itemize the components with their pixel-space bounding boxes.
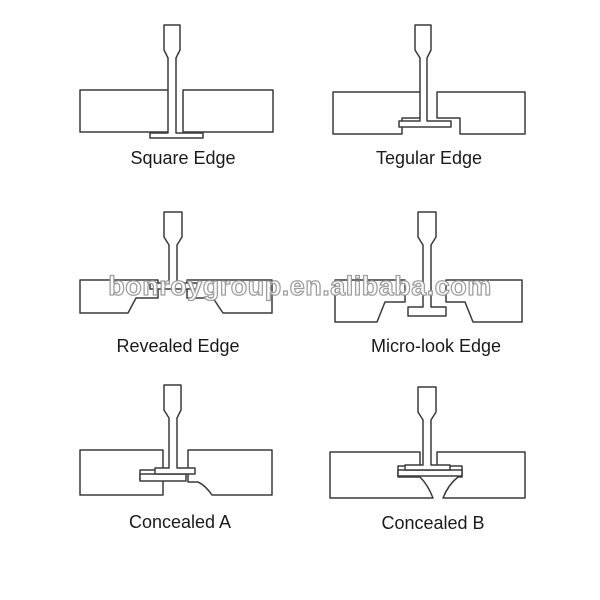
square-edge-tee-grid — [149, 24, 204, 139]
square-edge-right-tile — [182, 89, 274, 133]
concealed-b-tee-grid — [404, 386, 451, 471]
micro-look-edge-tee-grid — [407, 211, 447, 317]
concealed-a-label: Concealed A — [128, 512, 232, 532]
square-edge-label: Square Edge — [130, 148, 236, 168]
revealed-edge-label: Revealed Edge — [116, 336, 240, 356]
concealed-a-left-tile — [79, 449, 164, 496]
tegular-edge-label: Tegular Edge — [375, 148, 483, 168]
micro-look-edge-right-tile — [445, 279, 523, 323]
watermark-text: bonroygroup.en.alibaba.com — [108, 270, 492, 301]
tegular-edge-right-tile — [436, 91, 526, 135]
micro-look-edge-drawing — [334, 211, 523, 323]
micro-look-edge-label: Micro-look Edge — [370, 336, 502, 356]
concealed-b-label: Concealed B — [381, 513, 485, 533]
revealed-edge-drawing — [79, 211, 273, 314]
concealed-a-spline — [139, 473, 187, 482]
square-edge-left-tile — [79, 89, 171, 133]
concealed-a-tee-grid — [154, 384, 196, 475]
concealed-b-spline — [397, 469, 463, 477]
tegular-edge-tee-grid — [398, 24, 452, 128]
square-edge-drawing — [79, 24, 274, 139]
concealed-b-drawing — [329, 386, 526, 499]
concealed-a-right-tile — [187, 449, 273, 496]
revealed-edge-right-tile — [186, 279, 273, 314]
micro-look-edge-left-tile — [334, 279, 406, 323]
concealed-a-drawing — [79, 384, 273, 496]
concealed-b-left-tile — [329, 451, 434, 499]
revealed-edge-tee-grid — [149, 211, 198, 290]
tegular-edge-drawing — [332, 24, 526, 135]
revealed-edge-left-tile — [79, 279, 159, 314]
